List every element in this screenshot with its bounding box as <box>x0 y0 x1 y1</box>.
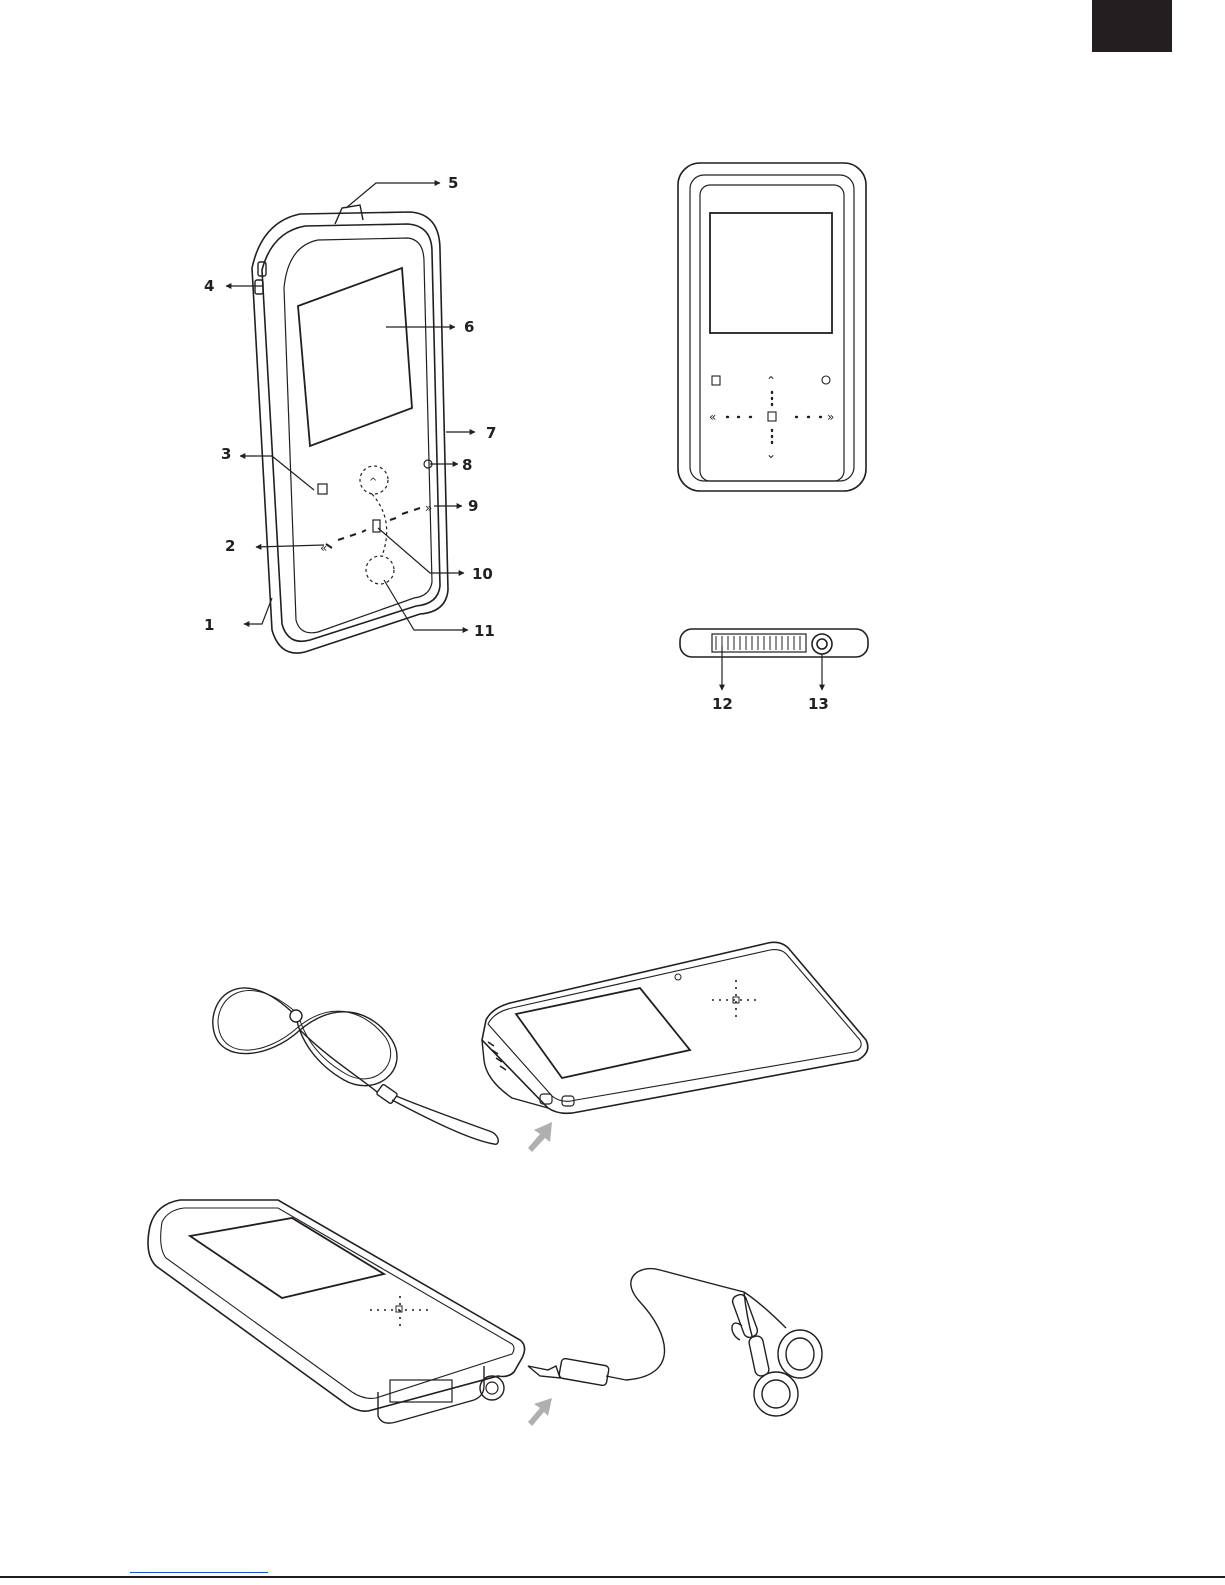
callout-1: 1 <box>204 616 214 634</box>
straight-front-player: ⌃ ⌄ « » <box>678 163 866 491</box>
earphones <box>528 1269 822 1416</box>
player-angled-right <box>482 942 868 1113</box>
callout-3: 3 <box>221 445 231 463</box>
earphone-arrow <box>528 1398 552 1426</box>
lanyard <box>213 988 498 1144</box>
bottom-view-player <box>680 629 868 657</box>
svg-text:«: « <box>320 541 327 555</box>
front-view-leaders <box>226 183 475 630</box>
front-view-callouts: 1 2 3 4 5 6 7 8 9 10 11 <box>204 174 496 640</box>
callout-5: 5 <box>448 174 458 192</box>
callout-12: 12 <box>712 695 733 713</box>
lanyard-arrow <box>528 1122 552 1152</box>
callout-8: 8 <box>462 456 472 474</box>
svg-text:»: » <box>827 410 834 424</box>
front-view-player: » « ^ <box>252 205 448 653</box>
svg-text:⌃: ⌃ <box>766 374 776 388</box>
footer-link-underline[interactable] <box>130 1572 268 1573</box>
callout-7: 7 <box>486 424 496 442</box>
insert-arrow-icon <box>528 1398 552 1426</box>
bottom-view-callouts: 12 13 <box>712 695 829 713</box>
svg-text:«: « <box>709 410 716 424</box>
callout-10: 10 <box>472 565 493 583</box>
callout-6: 6 <box>464 318 474 336</box>
svg-text:⌄: ⌄ <box>766 447 776 461</box>
footer-rule <box>0 1576 1225 1578</box>
callout-13: 13 <box>808 695 829 713</box>
svg-text:^: ^ <box>369 477 377 488</box>
callout-2: 2 <box>225 537 235 555</box>
callout-4: 4 <box>204 277 214 295</box>
insert-arrow-icon <box>528 1122 552 1152</box>
callout-9: 9 <box>468 497 478 515</box>
player-angled-left <box>148 1200 525 1423</box>
svg-text:»: » <box>425 501 432 515</box>
callout-11: 11 <box>474 622 495 640</box>
